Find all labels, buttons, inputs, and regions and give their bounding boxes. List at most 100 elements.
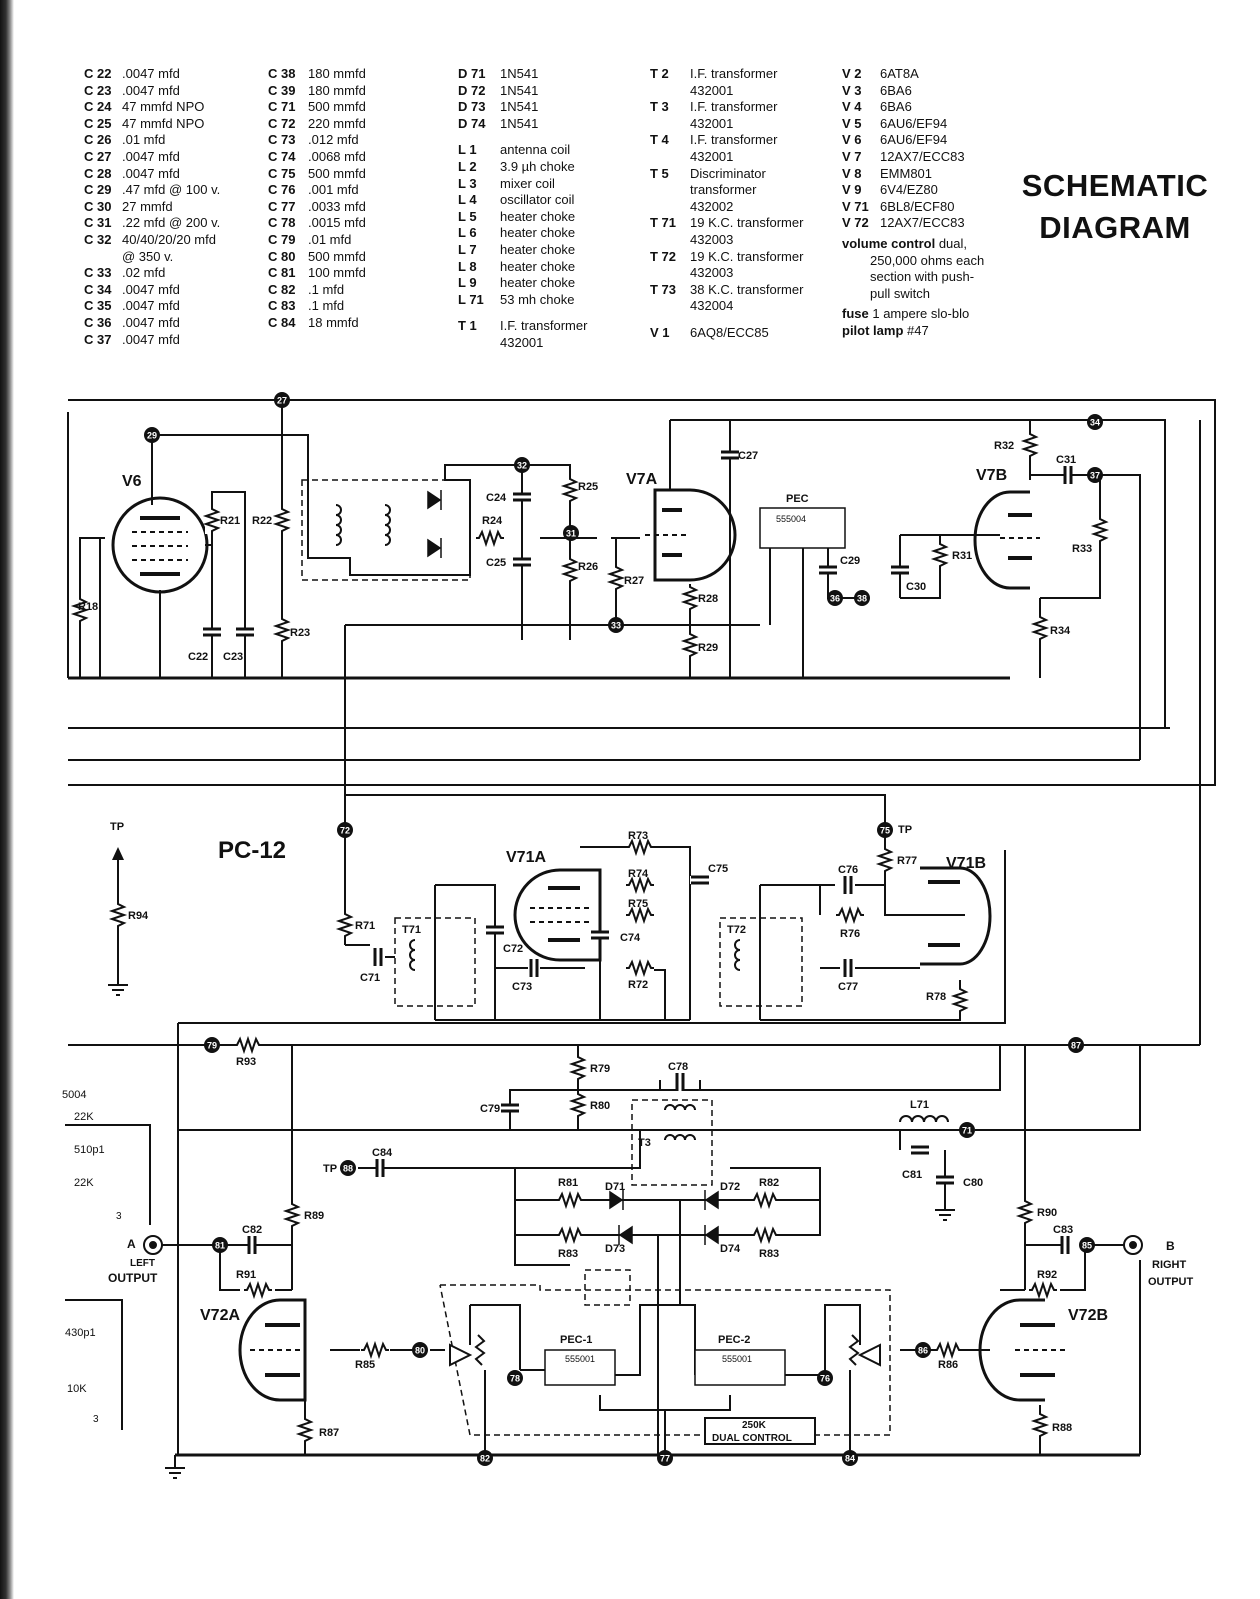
part-desc: I.F. transformer [690,132,778,148]
capacitor-c79: C79 [480,1103,520,1115]
part-desc: 18 mmfd [308,314,359,330]
title-line-1: SCHEMATIC [1021,168,1209,203]
resistor-label: R31 [952,550,972,562]
part-row: C 35.0047 mfd [84,298,220,315]
part-desc-extra: 432001 [690,82,734,98]
part-ref: T 73 [650,281,677,297]
part-ref: V 71 [842,198,869,214]
note-text: pull switch [870,285,930,301]
part-desc: .001 mfd [308,182,359,198]
right-output-label: OUTPUT [1148,1276,1194,1288]
resistor-label: R24 [482,515,503,527]
node-36: 36 [827,590,843,606]
part-desc: .0047 mfd [122,165,180,181]
node-82: 82 [477,1450,493,1466]
part-desc: 6AU6/EF94 [880,115,948,131]
node-number: 29 [147,431,157,441]
node-number: 75 [880,826,890,836]
part-ref: T 72 [650,248,677,264]
part-desc: EMM801 [880,165,933,181]
resistor-r28: R28 [680,584,718,612]
part-desc: I.F. transformer [690,99,778,115]
part-desc-extra: 432003 [690,265,734,281]
tube-v7a [653,488,737,582]
fragment-label-7: 10K [67,1383,87,1395]
part-row: C 74.0068 mfd [268,149,366,166]
part-desc-continued: 432001 [650,116,803,133]
part-ref: C 75 [268,165,296,181]
resistor-r24: R24 [476,515,504,548]
part-desc: .02 mfd [122,265,166,281]
resistor-label: R83 [759,1248,779,1260]
capacitor-c30: C30 [890,565,926,593]
capacitor-c27: C27 [720,450,758,462]
part-ref: V 5 [842,115,862,131]
part-desc: .0047 mfd [122,281,180,297]
pec-555004 [759,507,846,549]
pec2-title: PEC-2 [718,1334,750,1346]
capacitor-label: C24 [486,492,507,504]
part-ref: V 2 [842,66,862,81]
diode-t5a [427,490,442,510]
part-desc-continued: 432001 [650,149,803,166]
part-ref: C 37 [84,331,112,347]
part-desc: 47 mmfd NPO [122,99,205,115]
node-33: 33 [608,617,624,633]
resistor-r83: R83 [751,1225,779,1260]
capacitor-label: C29 [840,555,860,567]
resistor-label: R74 [628,868,649,880]
part-desc: .22 mfd @ 200 v. [122,215,221,231]
capacitor-label: C73 [512,981,532,993]
note-label: fuse [842,306,869,322]
part-desc: 19 K.C. transformer [690,248,804,264]
output-jacks [143,1235,1143,1255]
diode-label: D71 [605,1181,625,1193]
node-77: 77 [657,1450,673,1466]
resistor-r22: R22 [252,506,292,534]
tube-v71b [920,866,992,966]
part-desc: .01 mfd [308,231,352,247]
resistor-label: R32 [994,440,1014,452]
part-row: V 5 6AU6/EF94 [842,116,984,133]
node-87: 87 [1068,1037,1084,1053]
resistor-label: R81 [558,1177,578,1189]
part-desc: heater choke [500,241,576,257]
part-ref: T 2 [650,66,669,81]
part-desc: 1N541 [500,66,539,81]
node-71: 71 [959,1122,975,1138]
resistor-r77: R77 [875,846,917,874]
resistor-r32: R32 [994,431,1040,459]
fragment-label-6: 430p1 [65,1327,96,1339]
capacitor-c83: C83 [1053,1224,1073,1255]
part-desc-continued: 432001 [650,83,803,100]
tp-label-88: TP [323,1163,337,1175]
part-desc: 1N541 [500,82,539,98]
pec-modules [544,507,846,1445]
part-row: C 34.0047 mfd [84,282,220,299]
diode-d71 [609,1190,624,1210]
part-ref: T 1 [458,318,477,334]
resistor-r34: R34 [1030,614,1071,642]
note-text: 1 ampere slo-blo [872,306,970,322]
node-number: 33 [611,621,621,631]
node-38: 38 [854,590,870,606]
node-number: 86 [918,1346,928,1356]
resistor-label: R94 [128,910,149,922]
capacitor-label: C78 [668,1061,688,1073]
node-76: 76 [817,1370,833,1386]
capacitor-c76: C76 [838,864,858,895]
right-output-letter: B [1166,1239,1175,1253]
part-row: C 37.0047 mfd [84,332,220,349]
